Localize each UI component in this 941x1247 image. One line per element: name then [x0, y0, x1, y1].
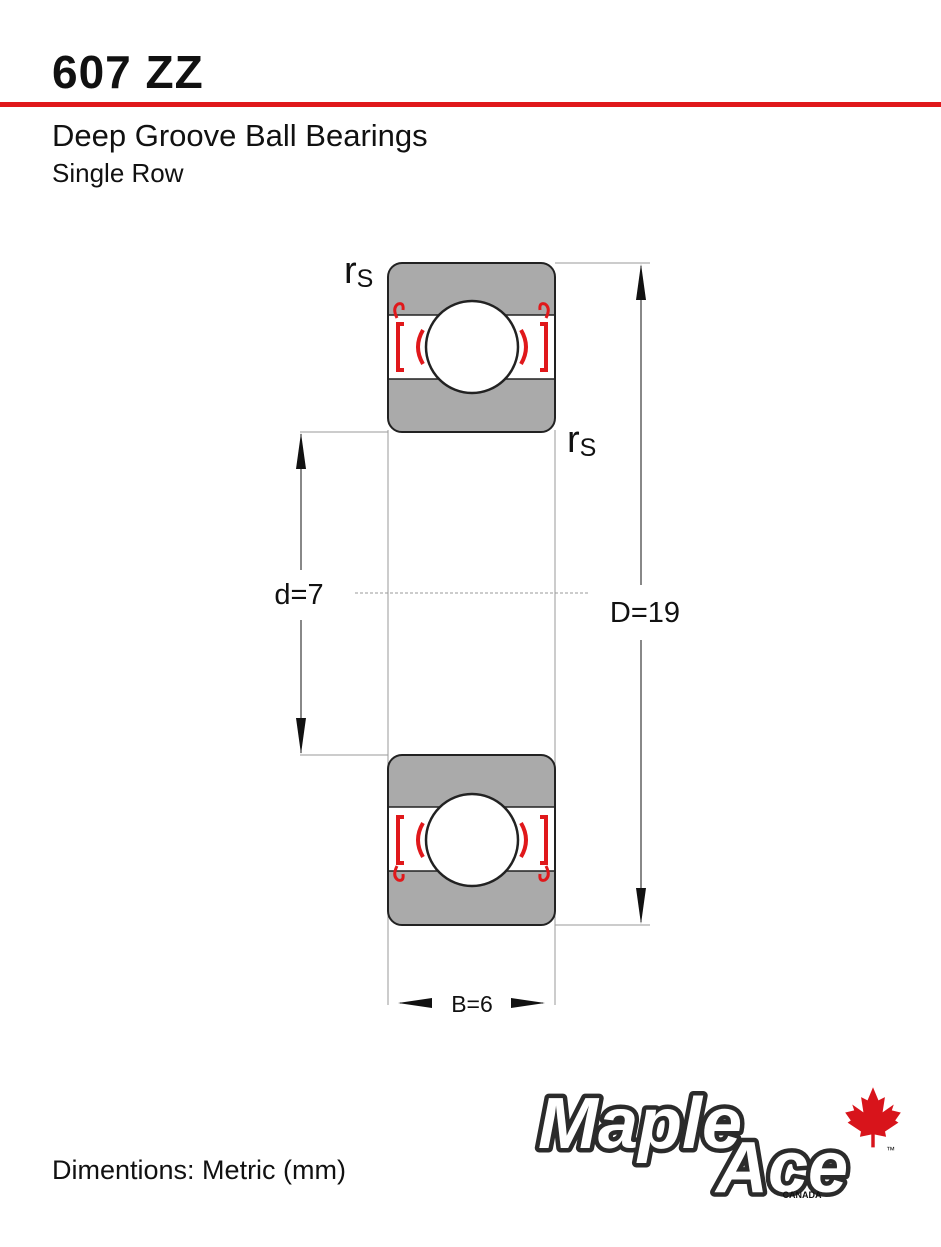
- logo-trademark: ™: [886, 1145, 895, 1155]
- bore-diameter-dimension: [296, 433, 306, 754]
- chamfer-label-top: rS: [344, 250, 373, 293]
- part-number-title: 607 ZZ: [52, 46, 204, 98]
- product-type: Deep Groove Ball Bearings: [52, 118, 428, 153]
- outer-diameter-dimension: [636, 264, 646, 924]
- bearing-section-bottom: [387, 754, 556, 926]
- width-label: B=6: [451, 991, 493, 1017]
- logo-word-ace: Ace: [714, 1128, 848, 1208]
- bore-diameter-label: d=7: [274, 579, 323, 611]
- row-type: Single Row: [52, 158, 184, 188]
- outer-diameter-label: D=19: [610, 597, 680, 629]
- maple-ace-logo: Maple Ace CANADA ™: [533, 1080, 903, 1213]
- bearing-section-top: [387, 262, 556, 433]
- chamfer-label-bottom: rS: [567, 419, 596, 462]
- maple-leaf-icon: [843, 1084, 903, 1149]
- logo-tagline: CANADA: [783, 1190, 822, 1200]
- width-dimension: [398, 998, 545, 1008]
- units-note: Dimentions: Metric (mm): [52, 1155, 347, 1185]
- logo-word-maple: Maple: [538, 1084, 742, 1164]
- header-divider: [0, 102, 941, 107]
